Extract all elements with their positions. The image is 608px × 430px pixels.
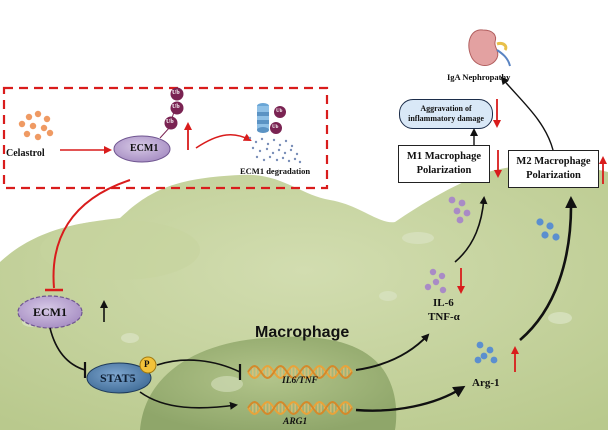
m2-to-iga-arrow [500,76,554,151]
ubiquitin-icon [170,87,184,101]
stat5-activates-arg1-arrow [139,391,238,410]
ecm1-degradation-label: ECM1 degradation [240,166,311,176]
ub-label: Ub [172,104,180,110]
nucleolus [211,376,243,392]
il6-tnf-expression-arrow [355,333,430,371]
arg1-to-m2-arrow [519,196,578,341]
kidney-icon [468,29,511,67]
ecm1-inhibits-stat5-line [49,327,86,371]
m1-line1: M1 Macrophage [406,151,482,162]
ub-label: Ub [172,90,180,96]
aggravation-box: Aggravation of inflammatory damage [399,99,493,129]
ecm1-main-label: ECM1 [33,305,67,319]
il6-label: IL-6 [433,297,454,309]
gene-il6-tnf-label: IL6/TNF [282,376,318,386]
cell-bulge-left [40,220,200,280]
dna-helix-icon [247,364,353,380]
ubiquitin-icon [170,101,184,115]
arg1-label: Arg-1 [472,377,500,389]
stat5-inhibits-il6-tnf-line [156,359,241,373]
macrophage-label: Macrophage [255,324,350,341]
cell-granule [121,333,139,343]
ubiquitin-icon [274,106,286,118]
m1-polarization-box: M1 Macrophage Polarization [398,145,490,183]
cell-granule [379,291,397,301]
phospho-label: P [144,359,150,369]
m1-line2: Polarization [416,165,472,176]
cell-granule [402,232,434,244]
arg1-expression-arrow [355,385,466,412]
aggravation-line2: inflammatory damage [408,114,484,123]
phospho-group [139,356,157,374]
ecm1-top-label: ECM1 [130,143,159,154]
ub-label: Ub [166,119,174,125]
ecm1-to-degradation-arrow [195,133,252,149]
m2-polarization-box: M2 Macrophage Polarization [508,150,599,188]
m2-line2: Polarization [526,170,581,181]
aggravation-line1: Aggravation of [420,104,472,113]
proteasome-icon [257,103,269,133]
ub-label: Ub [276,109,283,114]
arg1-molecule-icon [474,341,498,364]
degraded-fragments [248,136,302,164]
ubiquitin-chain [159,87,184,139]
ubiquitin-icon [164,116,178,130]
stat5-label: STAT5 [100,371,136,385]
arg1-molecule-icon [536,218,560,241]
cytokine-molecule-icon [448,196,471,224]
ecm1-protein-top [113,135,171,163]
celastrol-mechanism-frame [2,86,329,190]
iga-nephropathy-label: IgA Nephropathy [447,72,511,82]
celastrol-label: Celastrol [6,148,45,159]
il6-to-m1-arrow [454,196,488,263]
ubiquitin-icon [270,122,282,134]
cytokine-molecule-icon [424,268,447,294]
nucleus [140,336,397,430]
celastrol-inhibits-ecm1-line [52,179,131,289]
stat5-protein [86,362,152,394]
dna-helix-icon [247,400,353,416]
celastrol-molecule-icon [18,110,54,141]
gene-arg1-label: ARG1 [283,417,308,427]
tnfa-label: TNF-α [428,311,460,323]
m2-line1: M2 Macrophage [516,156,591,167]
ub-label: Ub [272,125,279,130]
cell-granule [548,312,572,324]
